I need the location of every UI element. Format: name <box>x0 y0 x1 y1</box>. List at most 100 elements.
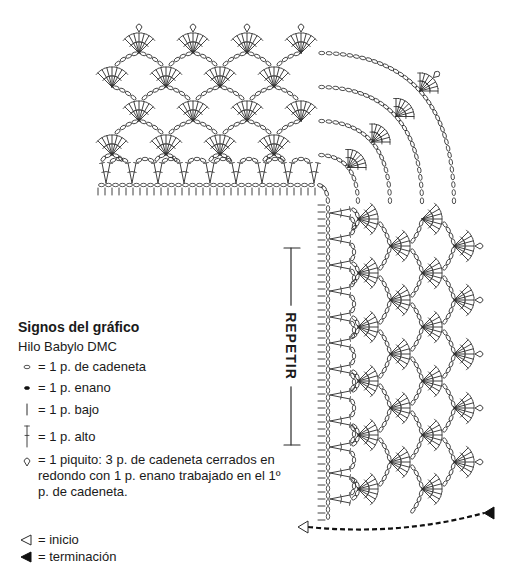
double-crochet-top <box>245 101 250 102</box>
double-crochet-bar <box>340 213 342 217</box>
double-crochet-bar <box>206 171 210 173</box>
single-crochet-stitch <box>318 254 325 255</box>
chain-stitch <box>326 269 329 275</box>
double-crochet-top <box>346 149 351 150</box>
double-crochet-stitch <box>129 36 139 53</box>
double-crochet-bar <box>145 112 148 115</box>
double-crochet-top <box>282 136 286 138</box>
double-crochet-stitch <box>422 219 436 233</box>
chain-stitch <box>352 379 355 385</box>
double-crochet-top <box>349 501 351 506</box>
chain-stitch <box>326 388 329 394</box>
double-crochet-top <box>438 335 440 339</box>
chain-stitch <box>416 388 421 395</box>
chain-stitch <box>416 280 421 287</box>
chain-stitch <box>420 190 424 196</box>
double-crochet-bar <box>364 225 367 228</box>
chain-stitch <box>355 382 360 389</box>
repeat-bracket-tick <box>284 444 300 445</box>
chain-stitch <box>319 119 325 123</box>
double-crochet-top <box>258 139 261 142</box>
double-crochet-top <box>262 68 266 70</box>
chain-stitch <box>146 90 153 96</box>
double-crochet-bar <box>364 441 367 444</box>
double-crochet-top <box>466 420 469 423</box>
chain-stitch <box>419 328 424 335</box>
double-crochet-stitch <box>210 70 220 87</box>
chain-stitch <box>384 307 389 314</box>
double-crochet-stitch <box>454 403 473 408</box>
double-crochet-top <box>147 102 151 104</box>
double-crochet-top <box>374 443 376 447</box>
single-crochet-stitch <box>318 247 325 248</box>
chain-stitch <box>183 183 189 186</box>
single-crochet-stitch <box>318 345 325 346</box>
double-crochet-top <box>370 311 373 314</box>
chain-stitch <box>326 395 329 401</box>
double-crochet-top <box>386 131 388 135</box>
chain-stitch <box>188 158 195 164</box>
chain-stitch <box>326 472 329 478</box>
chain-stitch <box>381 367 387 374</box>
chain-stitch <box>350 307 356 314</box>
double-crochet-top <box>473 401 474 406</box>
chain-stitch <box>185 51 192 56</box>
single-crochet-stitch <box>203 188 204 195</box>
double-crochet-stitch <box>301 107 315 121</box>
repeat-bracket-tick <box>284 247 300 248</box>
chain-stitch <box>260 183 266 186</box>
chain-stitch <box>381 280 387 287</box>
chain-stitch <box>326 332 329 338</box>
chain-stitch <box>352 431 355 437</box>
double-crochet-stitch <box>390 241 409 246</box>
double-crochet-top <box>402 366 405 369</box>
double-crochet-stitch <box>210 138 220 155</box>
double-crochet-top <box>240 101 245 102</box>
chain-stitch <box>326 381 329 387</box>
double-crochet-stitch <box>134 34 139 53</box>
single-crochet-stitch <box>133 188 134 195</box>
double-crochet-stitch <box>330 473 350 477</box>
chain-stitch <box>281 87 288 93</box>
double-crochet-stitch <box>330 291 350 295</box>
chain-stitch <box>359 56 366 61</box>
chain-stitch <box>304 158 311 164</box>
picot-symbol <box>298 24 304 32</box>
single-crochet-stitch <box>318 205 325 206</box>
double-crochet-top <box>473 293 474 298</box>
double-crochet-stitch <box>301 39 315 53</box>
single-crochet-stitch <box>301 188 302 195</box>
double-crochet-stitch <box>330 261 350 265</box>
double-crochet-stitch <box>422 435 436 449</box>
double-crochet-stitch <box>188 34 193 53</box>
chain-stitch <box>119 56 126 62</box>
chain-stitch <box>350 385 356 392</box>
chain-stitch <box>387 355 392 362</box>
double-crochet-top <box>262 136 266 138</box>
single-crochet-stitch <box>266 188 267 195</box>
double-crochet-stitch <box>102 163 106 183</box>
chain-stitch <box>173 124 180 130</box>
double-crochet-top <box>374 315 376 319</box>
double-crochet-stitch <box>454 241 473 246</box>
chain-stitch <box>448 340 453 347</box>
double-crochet-stitch <box>134 102 139 121</box>
double-crochet-top <box>406 416 408 420</box>
double-crochet-top <box>110 135 115 136</box>
double-crochet-top <box>213 135 218 136</box>
double-crochet-top <box>374 207 376 211</box>
double-crochet-top <box>379 125 383 127</box>
double-crochet-bar <box>340 447 342 451</box>
double-crochet-bar <box>340 417 342 421</box>
chain-stitch <box>239 183 245 186</box>
chain-stitch <box>418 174 422 180</box>
chain-stitch <box>326 444 329 450</box>
chain-stitch <box>142 157 148 160</box>
chain-stitch <box>448 253 453 260</box>
double-crochet-top <box>370 501 373 504</box>
chain-stitch <box>326 367 329 373</box>
double-crochet-top <box>377 428 378 433</box>
start-symbol <box>21 535 31 545</box>
double-crochet-stitch <box>258 163 262 183</box>
double-crochet-top <box>231 105 234 108</box>
